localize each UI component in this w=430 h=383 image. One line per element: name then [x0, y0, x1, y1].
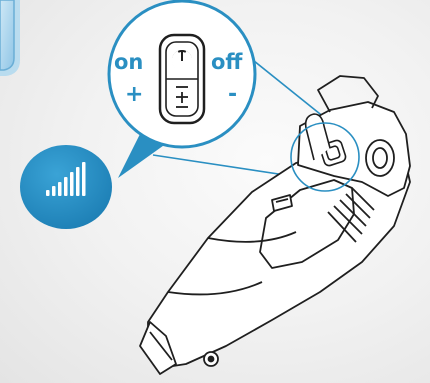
off-label: off [211, 52, 242, 73]
minus-label: - [228, 84, 237, 106]
on-label: on [114, 52, 143, 73]
corner-tab [0, 0, 20, 76]
switch-module [160, 35, 204, 123]
plus-label: + [125, 84, 143, 106]
